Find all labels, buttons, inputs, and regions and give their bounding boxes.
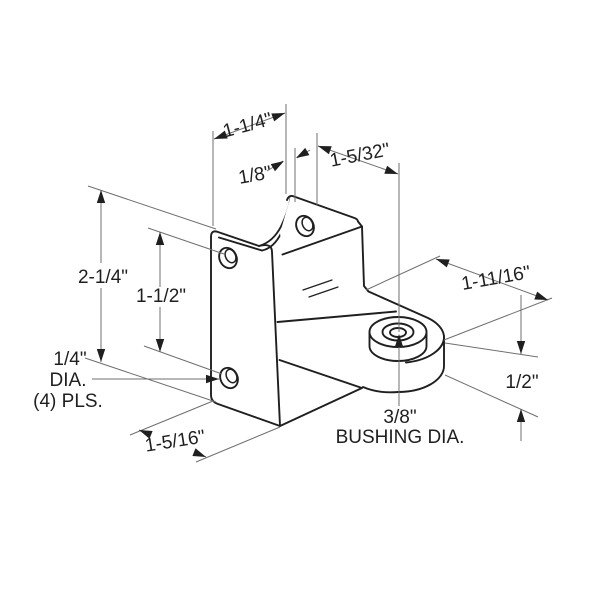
dim-label-plate-height: 2-1/4": [78, 267, 128, 288]
note-hole-dia-line1: 1/4": [53, 349, 86, 370]
plate-top-inner-edge: [218, 236, 263, 252]
note-bushing-line2: BUSHING DIA.: [336, 427, 465, 448]
dim-label-top-width: 1-1/4": [221, 109, 275, 142]
dimension-line: [444, 374, 539, 418]
bushing-base-arc: [368, 332, 428, 362]
bracket: [210, 195, 445, 427]
arrowhead: [296, 147, 310, 158]
dimension-arrowheads: [96, 113, 548, 457]
surface-marks: [302, 279, 339, 298]
dimension-line: [147, 227, 225, 255]
lug-top-face-arc: [405, 335, 445, 364]
block-right-edge: [361, 225, 370, 293]
arrowhead: [271, 113, 285, 122]
arrowhead: [384, 165, 398, 174]
dimension-line: [435, 258, 549, 301]
bottom-notch-edges: [278, 359, 363, 427]
dimension-line: [443, 297, 553, 341]
dimension-line: [317, 145, 399, 175]
arrowhead: [534, 291, 548, 300]
dimension-line: [195, 426, 281, 463]
flange-hole: [295, 214, 315, 238]
arrowhead: [155, 339, 165, 352]
note-bushing-line1: 3/8": [383, 407, 416, 428]
dim-label-lug-thickness: 1/2": [505, 372, 538, 393]
plate-hole-top: [218, 246, 238, 270]
dim-label-flange-thickness: 1/8": [237, 162, 273, 188]
dimension-line: [143, 345, 223, 375]
arrowhead: [318, 146, 332, 155]
arrowhead: [270, 161, 284, 172]
bushing-bore-hole: [389, 327, 407, 338]
dimension-line: [129, 400, 214, 436]
lug-top-crease: [276, 310, 397, 323]
pivot-lug-outline: [362, 290, 445, 394]
dim-label-hole-spacing: 1-1/2": [136, 286, 186, 307]
arrowhead: [206, 374, 219, 384]
arrowhead: [436, 259, 450, 268]
arrowhead: [192, 448, 206, 457]
back-flange-edges: [281, 195, 363, 256]
arrowhead: [516, 341, 526, 354]
note-hole-dia-line2: DIA.: [50, 370, 87, 391]
dimension-line: [444, 342, 539, 358]
back-flange-face: [280, 197, 362, 255]
arrowhead: [155, 232, 165, 245]
arrowhead: [214, 130, 228, 139]
arrowhead: [394, 334, 404, 347]
note-hole-dia-line3: (4) PLS.: [33, 391, 103, 412]
plate-hole-bottom: [219, 366, 239, 390]
dimension-line: [84, 357, 217, 403]
arrowhead: [96, 190, 106, 203]
arrowhead: [139, 430, 153, 439]
arrowhead: [96, 349, 106, 362]
dimension-line: [87, 185, 217, 230]
dim-label-bushing-offset: 1-5/32": [328, 140, 392, 172]
mounting-plate: [210, 230, 281, 427]
dimension-line: [365, 255, 441, 291]
arrowhead: [516, 409, 526, 422]
